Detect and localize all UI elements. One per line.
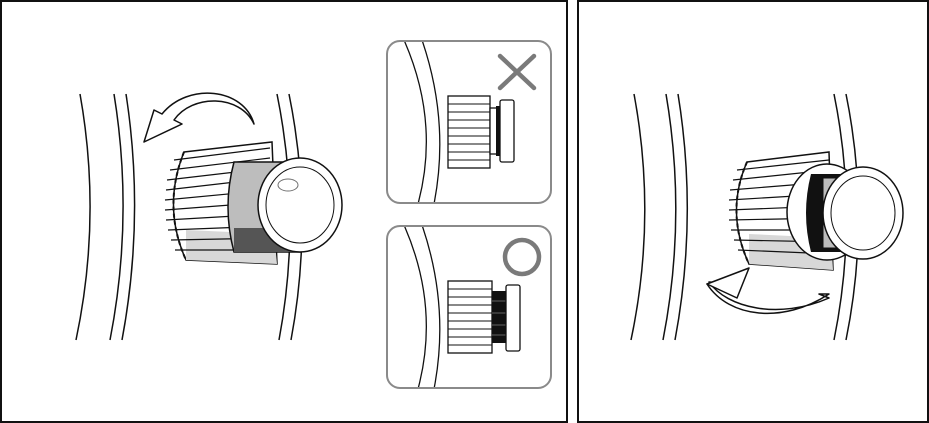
crown-pushed-illustration [630, 93, 904, 341]
crown-cap [499, 99, 515, 163]
panel-crown-pushed [577, 0, 929, 423]
panel-crown-pulled [0, 0, 568, 423]
inset-correct-position [386, 225, 552, 389]
inset-incorrect-position [386, 40, 552, 204]
circle-icon [502, 237, 542, 277]
cross-icon [497, 53, 537, 91]
crown-cap [786, 163, 904, 261]
crown-cap [505, 284, 521, 352]
curved-arrow-left-icon [143, 92, 255, 143]
crown-knurled-body [447, 95, 491, 169]
crown-knurled-body [447, 280, 493, 354]
arrow-head [706, 267, 750, 299]
crown-pulled-illustration [75, 92, 343, 341]
crown-cap [227, 157, 343, 253]
curved-arrow-right-icon [706, 281, 830, 315]
